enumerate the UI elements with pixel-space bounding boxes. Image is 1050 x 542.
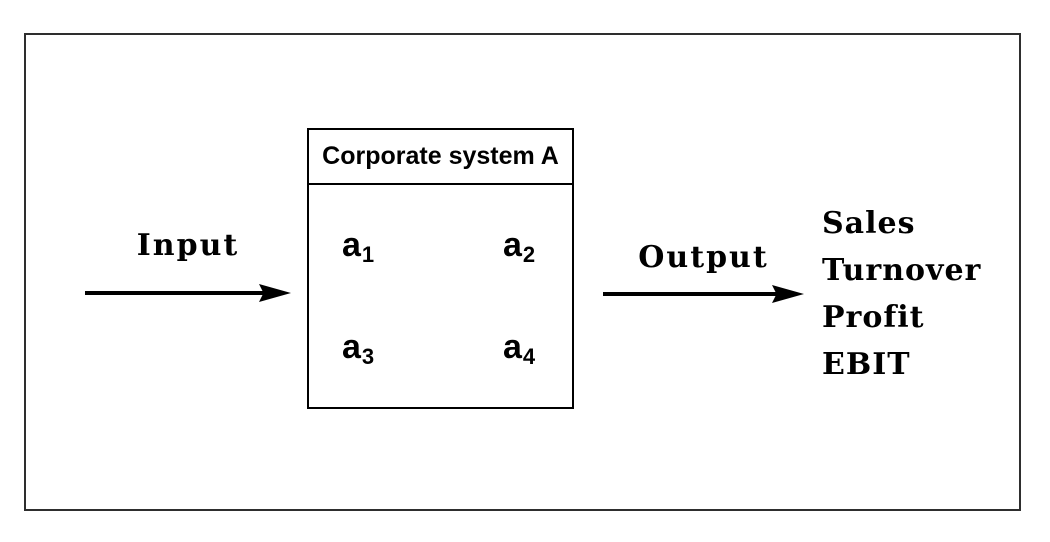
- input-arrow: [85, 284, 291, 302]
- node-a2-sub: 2: [522, 242, 536, 267]
- system-box-title: Corporate system A: [322, 142, 559, 170]
- outputs-list: Sales Turnover Profit EBIT: [822, 200, 981, 388]
- node-a3: a3: [342, 330, 374, 368]
- output-label: Output: [638, 240, 769, 275]
- corporate-system-box: Corporate system A: [307, 128, 574, 409]
- node-a3-sub: 3: [361, 344, 375, 369]
- node-a1-base: a: [342, 226, 361, 264]
- node-a2-base: a: [503, 226, 522, 264]
- node-a1-sub: 1: [361, 242, 375, 267]
- node-a1: a1: [342, 228, 374, 266]
- system-box-header: Corporate system A: [309, 130, 572, 185]
- output-arrow: [603, 285, 804, 303]
- output-item-turnover: Turnover: [822, 253, 982, 288]
- output-item-sales: Sales: [822, 206, 916, 241]
- node-a4-base: a: [503, 328, 522, 366]
- input-label: Input: [136, 228, 240, 263]
- node-a4: a4: [503, 330, 535, 368]
- output-item-profit: Profit: [822, 300, 925, 335]
- node-a2: a2: [503, 228, 535, 266]
- output-item-ebit: EBIT: [822, 347, 911, 382]
- node-a3-base: a: [342, 328, 361, 366]
- node-a4-sub: 4: [522, 344, 536, 369]
